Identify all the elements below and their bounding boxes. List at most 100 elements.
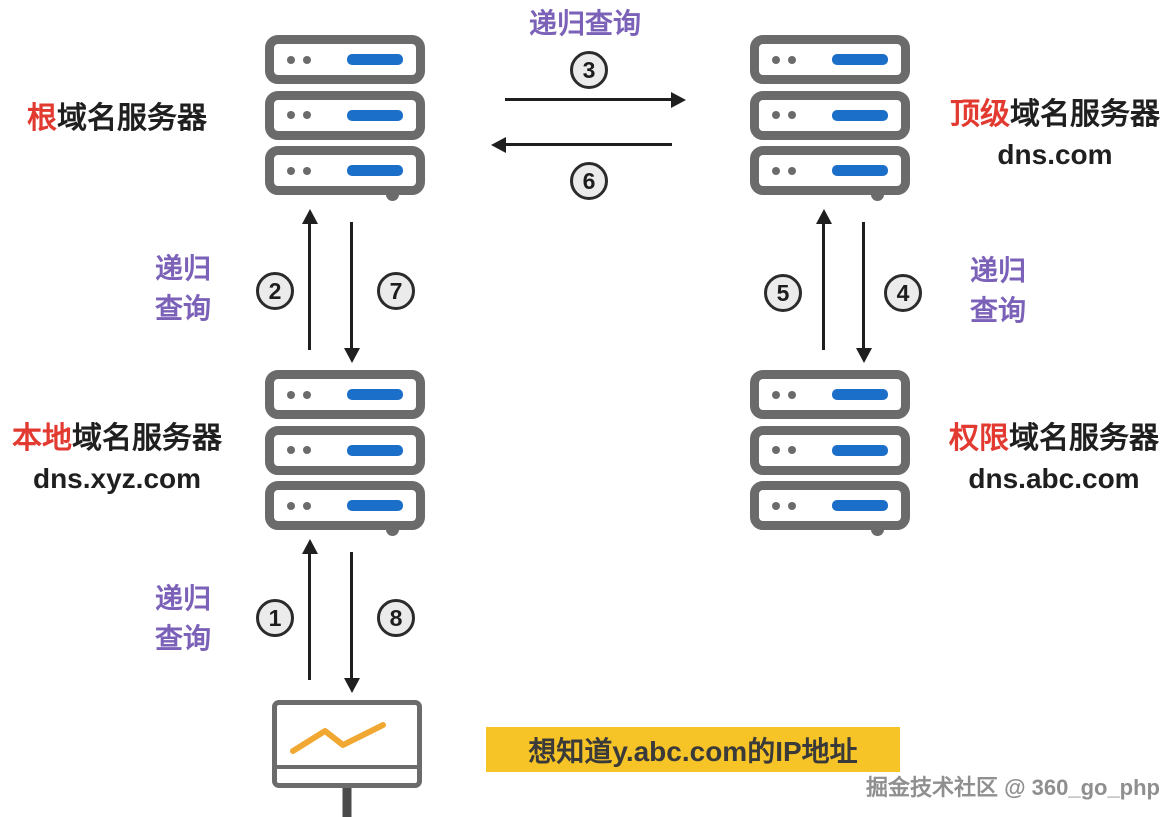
- step-badge-6: 6: [570, 162, 608, 200]
- drive-bar-icon: [347, 54, 403, 65]
- led-dot-icon: [287, 166, 295, 175]
- server-foot-dot: [386, 523, 399, 536]
- root-label-rest: 域名服务器: [57, 102, 207, 135]
- led-dot-icon: [772, 390, 780, 399]
- local-label-highlight: 本地: [12, 422, 72, 455]
- led-dot-icon: [303, 446, 311, 454]
- auth-label-line: 权限域名服务器: [936, 419, 1170, 459]
- led-dot-icon: [788, 446, 796, 454]
- led-dot-icon: [303, 390, 311, 399]
- edge-label-left-upper: 递归 查询: [133, 249, 233, 329]
- edge-label-line2: 查询: [969, 295, 1026, 326]
- step-badge-4: 4: [884, 274, 922, 312]
- step-badge-1: 1: [256, 599, 294, 637]
- server-unit: [750, 35, 910, 84]
- tld-server-label: 顶级域名服务器 dns.com: [938, 95, 1170, 175]
- edge-label-line1: 递归: [154, 253, 211, 284]
- root-server-icon: [265, 35, 425, 201]
- drive-bar-icon: [347, 109, 403, 121]
- arrow-step6-left: [505, 143, 672, 146]
- auth-label-highlight: 权限: [949, 422, 1009, 455]
- led-dot-icon: [772, 166, 780, 175]
- edge-label-line2: 查询: [154, 293, 211, 324]
- edge-label-top: 递归查询: [528, 8, 641, 39]
- arrow-step1-up: [308, 552, 311, 680]
- arrow-step4-down: [862, 222, 865, 350]
- server-unit: [265, 146, 425, 195]
- led-dot-icon: [303, 166, 311, 175]
- monitor-stand: [342, 788, 352, 817]
- auth-label-rest: 域名服务器: [1009, 422, 1159, 455]
- tld-server-hostname: dns.com: [997, 139, 1113, 170]
- server-unit: [750, 90, 910, 140]
- client-query-highlight: 想知道y.abc.com的IP地址: [486, 727, 900, 772]
- arrow-step7-down: [350, 222, 353, 350]
- server-unit: [265, 481, 425, 530]
- edge-label-left-lower: 递归 查询: [133, 579, 233, 659]
- line-chart-glyph: [290, 722, 386, 754]
- server-foot-dot: [871, 523, 884, 536]
- led-dot-icon: [788, 111, 796, 119]
- led-dot-icon: [772, 446, 780, 454]
- arrow-step2-up: [308, 222, 311, 350]
- local-label-line: 本地域名服务器: [0, 419, 234, 459]
- led-dot-icon: [287, 55, 295, 64]
- step-badge-5: 5: [764, 274, 802, 312]
- auth-server-label: 权限域名服务器 dns.abc.com: [936, 419, 1170, 499]
- step-badge-7: 7: [377, 272, 415, 310]
- local-server-hostname: dns.xyz.com: [32, 463, 202, 494]
- drive-bar-icon: [832, 389, 888, 400]
- edge-label-line2: 查询: [154, 623, 211, 654]
- tld-label-rest: 域名服务器: [1010, 98, 1160, 131]
- server-foot-dot: [386, 188, 399, 201]
- drive-bar-icon: [832, 54, 888, 65]
- arrow-step8-down: [350, 552, 353, 680]
- led-dot-icon: [287, 446, 295, 454]
- arrow-step3-right: [505, 98, 672, 101]
- drive-bar-icon: [347, 500, 403, 511]
- server-unit: [750, 370, 910, 419]
- server-foot-dot: [871, 188, 884, 201]
- led-dot-icon: [303, 55, 311, 64]
- local-server-icon: [265, 370, 425, 536]
- led-dot-icon: [772, 55, 780, 64]
- step-badge-3: 3: [570, 51, 608, 89]
- drive-bar-icon: [832, 165, 888, 176]
- root-label-highlight: 根: [27, 102, 57, 135]
- client-computer-icon: [272, 700, 422, 817]
- arrow-step5-up: [822, 222, 825, 350]
- drive-bar-icon: [832, 109, 888, 121]
- server-unit: [750, 425, 910, 475]
- step-badge-2: 2: [256, 272, 294, 310]
- edge-label-line1: 递归: [969, 255, 1026, 286]
- led-dot-icon: [772, 501, 780, 510]
- server-unit: [750, 481, 910, 530]
- led-dot-icon: [788, 166, 796, 175]
- led-dot-icon: [287, 390, 295, 399]
- led-dot-icon: [772, 111, 780, 119]
- server-unit: [265, 370, 425, 419]
- led-dot-icon: [287, 501, 295, 510]
- drive-bar-icon: [832, 444, 888, 456]
- drive-bar-icon: [347, 389, 403, 400]
- drive-bar-icon: [832, 500, 888, 511]
- step-badge-8: 8: [377, 599, 415, 637]
- local-label-rest: 域名服务器: [72, 422, 222, 455]
- edge-label-right: 递归 查询: [948, 251, 1048, 331]
- auth-server-hostname: dns.abc.com: [968, 463, 1140, 494]
- led-dot-icon: [788, 501, 796, 510]
- server-unit: [265, 35, 425, 84]
- tld-server-icon: [750, 35, 910, 201]
- tld-label-line: 顶级域名服务器: [938, 95, 1170, 135]
- drive-bar-icon: [347, 165, 403, 176]
- monitor-frame: [272, 700, 422, 788]
- local-server-label: 本地域名服务器 dns.xyz.com: [0, 419, 234, 499]
- drive-bar-icon: [347, 444, 403, 456]
- edge-label-line1: 递归: [154, 583, 211, 614]
- led-dot-icon: [303, 111, 311, 119]
- server-unit: [750, 146, 910, 195]
- auth-server-icon: [750, 370, 910, 536]
- led-dot-icon: [788, 55, 796, 64]
- root-server-label: 根域名服务器: [2, 99, 232, 139]
